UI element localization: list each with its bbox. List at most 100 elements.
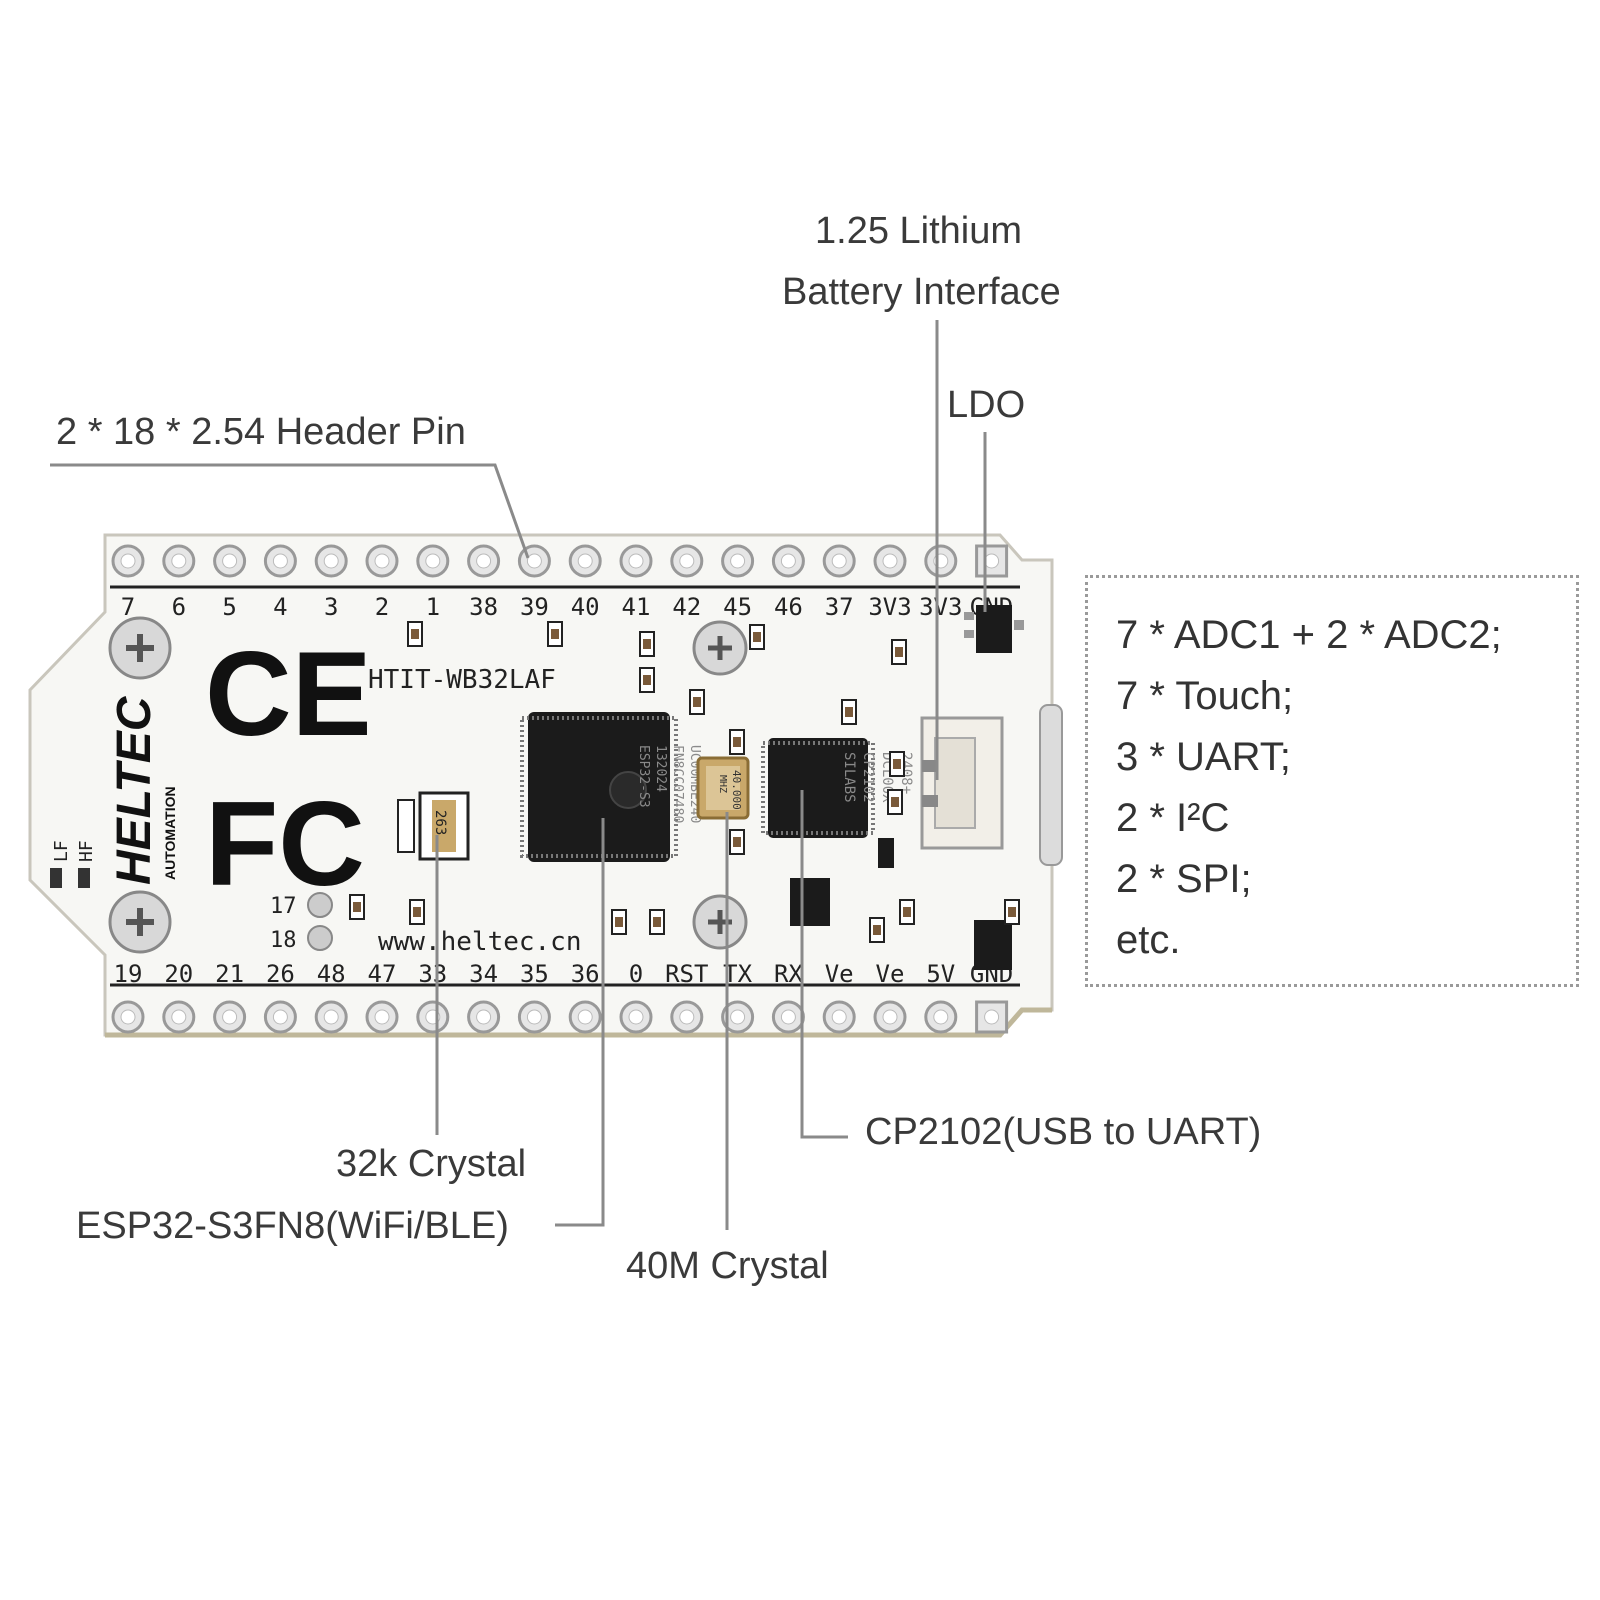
top-pin-label: 42	[672, 593, 701, 621]
pad-18-label: 18	[270, 928, 297, 953]
bottom-pin-label: 47	[368, 960, 397, 988]
battery-connector	[920, 716, 1004, 850]
top-pin-center	[272, 553, 288, 569]
bottom-pin-label: 35	[520, 960, 549, 988]
bottom-pin-label: 34	[469, 960, 498, 988]
top-pin-label: 3V3	[919, 593, 962, 621]
bottom-pin-center	[526, 1009, 542, 1025]
lf-pad	[50, 868, 62, 888]
battery-callout-line2: Battery Interface	[782, 271, 1061, 313]
svg-text:263: 263	[432, 810, 448, 835]
top-pin-label: 1	[426, 593, 440, 621]
top-pin-label: 3V3	[868, 593, 911, 621]
top-pin-center	[882, 553, 898, 569]
smd-part-body	[903, 907, 911, 917]
bottom-pin-center	[882, 1009, 898, 1025]
brand-sub: AUTOMATION	[162, 786, 178, 880]
bottom-pin-label: Ve	[825, 960, 854, 988]
top-pin-center	[222, 553, 238, 569]
battery-callout-line1: 1.25 Lithium	[815, 210, 1023, 252]
smd-part-body	[845, 707, 853, 717]
top-pin-center	[577, 553, 593, 569]
bottom-pin-label: RST	[665, 960, 708, 988]
smd-part-body	[893, 759, 901, 769]
pad-18	[307, 925, 333, 951]
bottom-pin-center	[222, 1009, 238, 1025]
chip-marking-line: ESP32-S3	[636, 745, 651, 808]
fc-mark: FC	[205, 777, 365, 911]
website-silkscreen: www.heltec.cn	[378, 927, 582, 957]
smd-part-body	[643, 675, 651, 685]
smd-part-body	[353, 902, 361, 912]
model-silkscreen: HTIT-WB32LAF	[368, 665, 556, 695]
bottom-pin-label: 36	[571, 960, 600, 988]
top-pin-center	[120, 553, 136, 569]
bottom-pin-center	[831, 1009, 847, 1025]
top-pin-label: 7	[121, 593, 135, 621]
top-pin-label: 41	[622, 593, 651, 621]
usb-c-connector	[1039, 704, 1063, 866]
spec-line: etc.	[1116, 918, 1181, 962]
leader-esp32	[555, 818, 605, 1227]
top-pin-label: 6	[172, 593, 186, 621]
screw-top-left	[108, 616, 172, 680]
svg-text:MHZ: MHZ	[717, 775, 728, 793]
ldo-callout: LDO	[947, 384, 1026, 426]
smd-part-body	[753, 632, 761, 642]
bottom-pin-center	[780, 1009, 796, 1025]
smd-part-body	[1008, 907, 1016, 917]
pad-17	[307, 892, 333, 918]
cp2102-callout: CP2102(USB to UART)	[865, 1111, 1262, 1153]
bottom-pin-center	[272, 1009, 288, 1025]
top-pin-center	[780, 553, 796, 569]
bottom-pin-center	[120, 1009, 136, 1025]
smd-part-body	[733, 737, 741, 747]
spec-box: 7 * ADC1 + 2 * ADC2; 7 * Touch; 3 * UART…	[1085, 575, 1579, 987]
bottom-pin-center	[933, 1009, 949, 1025]
bottom-pin-center	[171, 1009, 187, 1025]
top-pin-center	[831, 553, 847, 569]
top-pin-label: 38	[469, 593, 498, 621]
smd-part-body	[693, 697, 701, 707]
smd-part-body	[411, 629, 419, 639]
header-pin-callout: 2 * 18 * 2.54 Header Pin	[56, 411, 466, 453]
spec-line: 3 * UART;	[1116, 735, 1291, 779]
leader-cp2102	[800, 790, 848, 1139]
screw-bottom-left	[108, 890, 172, 954]
smd-part-body	[615, 917, 623, 927]
top-pin-label: 40	[571, 593, 600, 621]
diode	[878, 838, 894, 868]
top-pin-center	[425, 553, 441, 569]
chip-marking-line: CP2102	[860, 752, 876, 803]
top-pin-center	[476, 553, 492, 569]
top-pin-center	[730, 553, 746, 569]
leader-lines	[50, 320, 987, 1230]
smd-part-body	[891, 797, 899, 807]
screw-bottom-mid	[692, 894, 748, 950]
ldo-regulator	[964, 605, 1024, 653]
spec-line: 2 * I²C	[1116, 796, 1230, 840]
bottom-pin-label: 19	[114, 960, 143, 988]
bottom-pin-center	[730, 1009, 746, 1025]
smd-part-body	[873, 925, 881, 935]
chip-marking-line: SILABS	[841, 752, 857, 803]
top-pin-center	[984, 553, 1000, 569]
smd-part-body	[653, 917, 661, 927]
chip-marking-line: FN8CC07480	[670, 745, 685, 823]
pcb-edge-shadow	[105, 1007, 1052, 1038]
bottom-pin-label: 0	[629, 960, 643, 988]
smd-part-body	[413, 907, 421, 917]
hf-pad	[78, 868, 90, 888]
bottom-pin-label: Ve	[876, 960, 905, 988]
lf-label: LF	[51, 840, 72, 862]
top-pin-center	[374, 553, 390, 569]
smd-part-body	[643, 639, 651, 649]
leader-header-pin	[50, 463, 530, 559]
smd-components	[349, 621, 1020, 943]
top-pin-label: 46	[774, 593, 803, 621]
bottom-pin-center	[679, 1009, 695, 1025]
top-pin-center	[679, 553, 695, 569]
